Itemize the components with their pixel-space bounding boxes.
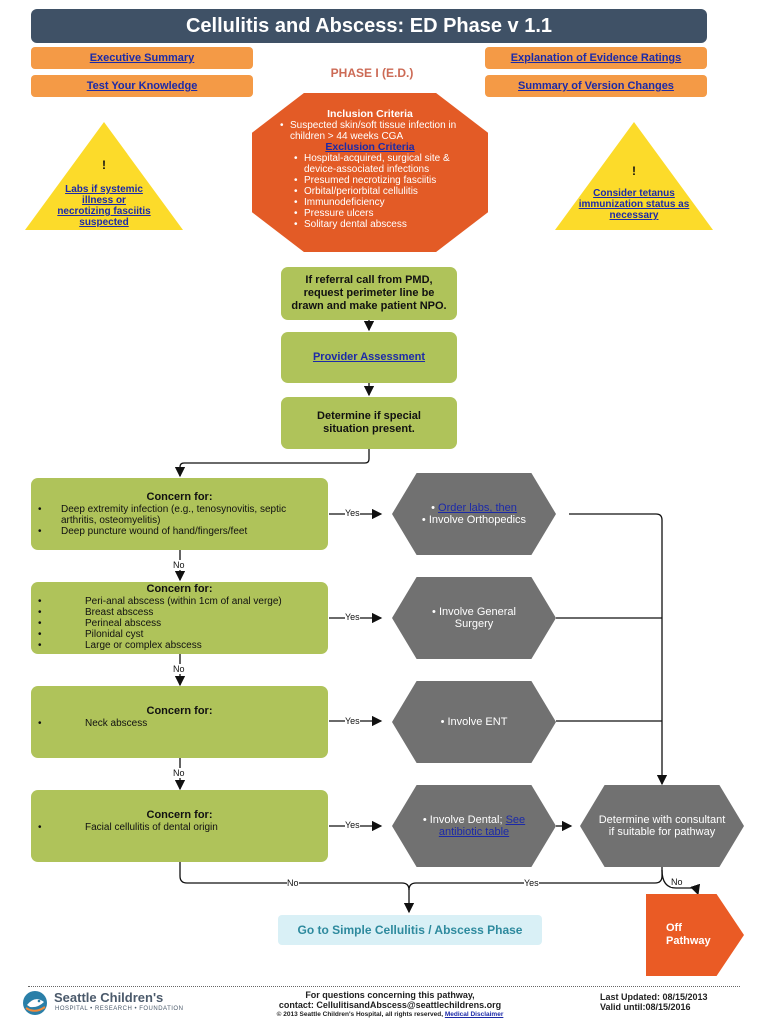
list-item: Presumed necrotizing fasciitis xyxy=(294,175,466,186)
ent-action: • Involve ENT xyxy=(392,681,556,763)
footer-dates: Last Updated: 08/15/2013 Valid until:08/… xyxy=(600,992,740,1012)
general-surgery-action: • Involve General Surgery xyxy=(392,577,556,659)
orthopedics-action: • Order labs, then • Involve Orthopedics xyxy=(392,473,556,555)
orthopedics-text: Involve Orthopedics xyxy=(428,514,527,526)
off-pathway-line2: Pathway xyxy=(666,935,711,947)
general-surgery-text: Involve General Surgery xyxy=(438,606,516,630)
list-item: Orbital/periorbital cellulitis xyxy=(294,186,466,197)
phase-label: PHASE I (E.D.) xyxy=(330,66,414,80)
warning-icon: ! xyxy=(102,158,106,172)
version-changes-link[interactable]: Summary of Version Changes xyxy=(518,80,674,92)
referral-step: If referral call from PMD, request perim… xyxy=(281,267,457,320)
executive-summary-button[interactable]: Executive Summary xyxy=(31,47,253,69)
list-item: Pilonidal cyst xyxy=(37,629,322,640)
no-label: No xyxy=(287,878,299,888)
list-item: Suspected skin/soft tissue infection in … xyxy=(280,120,466,142)
yes-label: Yes xyxy=(345,508,360,518)
concern-box-surgery: Concern for: Peri-anal abscess (within 1… xyxy=(31,582,328,654)
provider-assessment-link[interactable]: Provider Assessment xyxy=(312,351,426,363)
criteria-octagon: Inclusion Criteria Suspected skin/soft t… xyxy=(252,93,488,252)
list-item: Hospital-acquired, surgical site & devic… xyxy=(294,153,466,175)
list-item: Deep extremity infection (e.g., tenosyno… xyxy=(37,504,322,526)
evidence-ratings-button[interactable]: Explanation of Evidence Ratings xyxy=(485,47,707,69)
list-item: Facial cellulitis of dental origin xyxy=(37,822,322,833)
exclusion-criteria-list: Hospital-acquired, surgical site & devic… xyxy=(274,153,466,230)
list-item: Pressure ulcers xyxy=(294,208,466,219)
dental-action: • Involve Dental; See antibiotic table xyxy=(392,785,556,867)
list-item: Perineal abscess xyxy=(37,618,322,629)
no-label: No xyxy=(173,560,185,570)
list-item: Immunodeficiency xyxy=(294,197,466,208)
list-item: Solitary dental abscess xyxy=(294,219,466,230)
simple-cellulitis-phase-button[interactable]: Go to Simple Cellulitis / Abscess Phase xyxy=(278,915,542,945)
org-name: Seattle Children's xyxy=(54,990,164,1005)
no-label: No xyxy=(671,877,683,887)
list-item: Large or complex abscess xyxy=(37,640,322,651)
contact-line: For questions concerning this pathway, xyxy=(305,990,475,1000)
concern-title: Concern for: xyxy=(146,491,213,503)
footer-divider xyxy=(28,986,740,987)
yes-label: Yes xyxy=(345,612,360,622)
version-changes-button[interactable]: Summary of Version Changes xyxy=(485,75,707,97)
list-item: Breast abscess xyxy=(37,607,322,618)
concern-box-dental: Concern for: Facial cellulitis of dental… xyxy=(31,790,328,862)
last-updated: Last Updated: 08/15/2013 xyxy=(600,992,708,1002)
yes-label: Yes xyxy=(345,820,360,830)
concern-box-ent: Concern for: Neck abscess xyxy=(31,686,328,758)
concern-title: Concern for: xyxy=(146,583,213,595)
concern-title: Concern for: xyxy=(146,705,213,717)
exclusion-criteria-link[interactable]: Exclusion Criteria xyxy=(325,141,415,153)
footer-copyright: © 2013 Seattle Children's Hospital, all … xyxy=(240,1011,540,1018)
org-subtitle: HOSPITAL • RESEARCH • FOUNDATION xyxy=(55,1006,184,1012)
antibiotic-table-link[interactable]: See antibiotic table xyxy=(438,814,526,838)
ent-text: Involve ENT xyxy=(447,716,508,728)
list-item: Neck abscess xyxy=(37,718,322,729)
test-knowledge-button[interactable]: Test Your Knowledge xyxy=(31,75,253,97)
evidence-ratings-link[interactable]: Explanation of Evidence Ratings xyxy=(510,52,682,64)
tetanus-warning-link[interactable]: Consider tetanus immunization status as … xyxy=(578,188,690,221)
dental-text: Involve Dental; xyxy=(429,814,506,826)
medical-disclaimer-link[interactable]: Medical Disclaimer xyxy=(444,1011,504,1018)
seattle-childrens-logo: Seattle Children's HOSPITAL • RESEARCH •… xyxy=(22,990,202,1016)
concern-box-orthopedic: Concern for: Deep extremity infection (e… xyxy=(31,478,328,550)
inclusion-criteria-title: Inclusion Criteria xyxy=(327,108,413,120)
concern-title: Concern for: xyxy=(146,809,213,821)
order-labs-link[interactable]: Order labs, then xyxy=(438,502,517,514)
off-pathway-line1: Off xyxy=(666,922,682,934)
test-knowledge-link[interactable]: Test Your Knowledge xyxy=(86,80,198,92)
list-item: Peri-anal abscess (within 1cm of anal ve… xyxy=(37,596,322,607)
no-label: No xyxy=(173,664,185,674)
special-situation-step: Determine if special situation present. xyxy=(281,397,457,449)
no-label: No xyxy=(173,768,185,778)
executive-summary-link[interactable]: Executive Summary xyxy=(89,52,195,64)
valid-until: Valid until:08/15/2016 xyxy=(600,1002,691,1012)
copyright-text: © 2013 Seattle Children's Hospital, all … xyxy=(276,1011,445,1018)
list-item: Deep puncture wound of hand/fingers/feet xyxy=(37,526,322,537)
consultant-decision: Determine with consultant if suitable fo… xyxy=(580,785,744,867)
inclusion-criteria-list: Suspected skin/soft tissue infection in … xyxy=(274,120,466,142)
contact-email[interactable]: contact: CellulitisandAbscess@seattlechi… xyxy=(278,1000,502,1010)
yes-label: Yes xyxy=(524,878,539,888)
provider-assessment-step[interactable]: Provider Assessment xyxy=(281,332,457,383)
page-title: Cellulitis and Abscess: ED Phase v 1.1 xyxy=(31,9,707,43)
whale-logo-icon xyxy=(23,991,47,1015)
labs-warning-link[interactable]: Labs if systemic illness or necrotizing … xyxy=(57,184,151,228)
yes-label: Yes xyxy=(345,716,360,726)
warning-icon: ! xyxy=(632,164,636,178)
footer-contact: For questions concerning this pathway, c… xyxy=(240,990,540,1010)
